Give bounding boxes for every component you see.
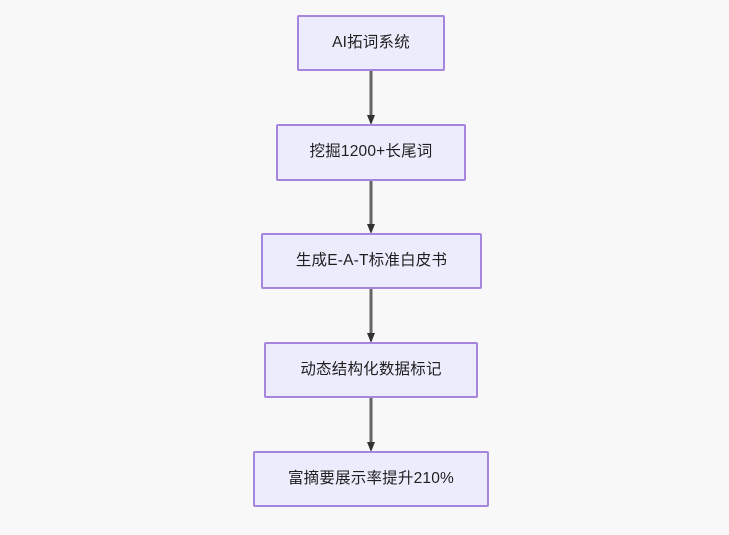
flow-node-dynamic-structured-data-markup[interactable]: 动态结构化数据标记 — [264, 342, 478, 398]
flow-node-label: 富摘要展示率提升210% — [287, 469, 455, 487]
flow-node-ai-expansion-system[interactable]: AI拓词系统 — [297, 15, 445, 71]
flow-node-longtail-keyword-mining[interactable]: 挖掘1200+长尾词 — [276, 124, 466, 181]
flow-node-label: AI拓词系统 — [332, 33, 410, 51]
flow-node-label: 挖掘1200+长尾词 — [309, 143, 433, 161]
flow-node-rich-snippet-impression-uplift[interactable]: 富摘要展示率提升210% — [253, 451, 489, 507]
flow-node-label: 生成E-A-T标准白皮书 — [295, 251, 448, 269]
flow-node-label: 动态结构化数据标记 — [300, 360, 442, 378]
flow-node-eat-whitepaper-generation[interactable]: 生成E-A-T标准白皮书 — [261, 233, 482, 289]
